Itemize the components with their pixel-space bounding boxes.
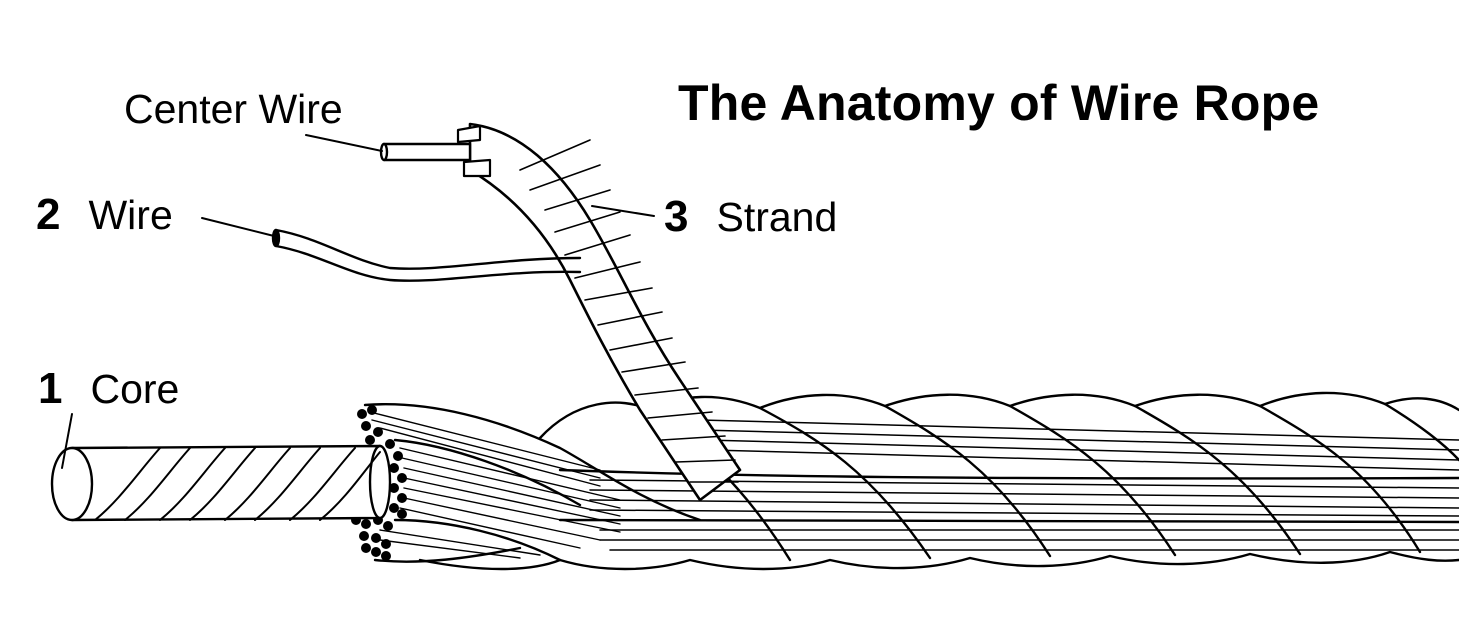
strand-text: Strand: [716, 194, 838, 240]
strand-number: 3: [664, 192, 689, 241]
wire-text: Wire: [88, 192, 173, 238]
strand-leader-line: [591, 205, 655, 217]
core-number: 1: [38, 364, 63, 413]
label-wire: 2 Wire: [36, 190, 173, 240]
label-strand: 3 Strand: [664, 192, 837, 242]
rope-bottom-edge: [418, 550, 1459, 571]
strand-bundle-wires: [369, 411, 621, 559]
core-twist: [94, 447, 381, 521]
single-wire: [271, 228, 582, 282]
rope-wire-hatching: [589, 419, 1459, 551]
strand-top-wires: [456, 124, 492, 178]
diagram-title: The Anatomy of Wire Rope: [678, 75, 1320, 131]
unwound-strand-wires: [519, 139, 739, 483]
rope-body: [418, 391, 1459, 571]
strand-bundle: [363, 403, 702, 563]
center-wire-leader-line: [305, 134, 383, 152]
unwound-strand: [468, 122, 742, 502]
core-leader-line: [61, 413, 73, 469]
wire-number: 2: [36, 190, 61, 239]
label-center-wire: Center Wire: [124, 86, 343, 133]
center-wire-text: Center Wire: [124, 86, 343, 132]
core: [50, 444, 392, 522]
core-text: Core: [90, 366, 180, 412]
label-core: 1 Core: [38, 364, 179, 414]
wire-leader-line: [201, 217, 275, 237]
center-wire: [379, 142, 472, 162]
